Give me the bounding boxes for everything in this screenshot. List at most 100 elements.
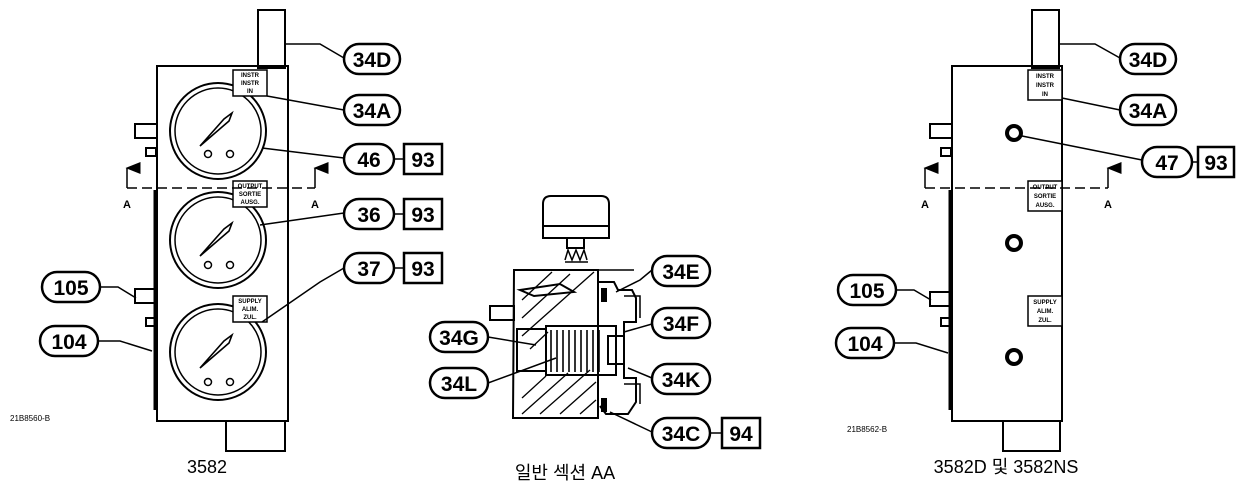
plate-line: INSTR	[1036, 74, 1055, 80]
callout-93-box: 93	[402, 251, 444, 285]
gauge-supply-dot	[225, 377, 235, 387]
callout-label: 105	[53, 277, 88, 300]
callout-label: 34C	[662, 423, 701, 446]
right-leaders	[894, 43, 1143, 354]
plate-line: SUPPLY	[1033, 300, 1056, 306]
leader-34a	[266, 95, 345, 111]
hatch-line	[559, 381, 597, 415]
left-fitting-nub	[145, 317, 157, 327]
right-plate-supply: SUPPLY ALIM. ZUL.	[1027, 295, 1063, 327]
callout-94-box: 94	[720, 416, 762, 450]
plate-line: INSTR	[1036, 83, 1055, 89]
callout-label: 93	[411, 258, 434, 281]
leader-34e	[615, 269, 653, 293]
seal	[601, 398, 607, 412]
leader-34d	[1059, 43, 1121, 59]
internal-passage	[516, 282, 578, 298]
callout-label: 46	[357, 149, 380, 172]
callout-label: 104	[847, 333, 882, 356]
callout-34g: 34G	[428, 320, 490, 354]
left-fitting-105	[134, 288, 158, 304]
plate-line: AUSG.	[240, 200, 259, 206]
gauge-supply-outer	[169, 303, 267, 401]
callout-105-left: 105	[40, 270, 102, 304]
gauge-supply-dot	[203, 377, 213, 387]
left-assembly: INSTR INSTR IN OUTPUT SORTIE AUSG. SUPPL…	[10, 9, 329, 477]
gauge-instr-inner	[174, 87, 262, 175]
callout-34a-left: 34A	[342, 93, 402, 127]
callout-34d-left: 34D	[342, 42, 402, 76]
callout-47: 47	[1140, 145, 1194, 179]
plug-inner	[1009, 238, 1019, 248]
gauge-output-dot	[203, 260, 213, 270]
right-fitting-top-nub	[940, 147, 952, 157]
hatch-line	[579, 399, 597, 415]
middle-leaders	[487, 269, 653, 433]
callout-37: 37	[342, 251, 396, 285]
leader-105	[896, 289, 932, 301]
drawing-number-right: 21B8562-B	[847, 425, 887, 434]
right-fitting-top	[929, 123, 953, 139]
plate-line: ZUL.	[1038, 318, 1052, 324]
callout-label: 34D	[1129, 49, 1168, 72]
spring-chamber	[545, 325, 617, 376]
section-label-a: A	[921, 199, 929, 211]
hatch-line	[521, 271, 553, 301]
callout-34l: 34L	[428, 366, 490, 400]
callout-label: 104	[51, 331, 86, 354]
callout-label: 34A	[1129, 100, 1168, 123]
gauge-instr-dot	[203, 149, 213, 159]
plate-line: INSTR	[241, 81, 260, 87]
gauge-output-needle	[199, 220, 234, 257]
callout-label: 105	[849, 280, 884, 303]
plug-inner	[1009, 352, 1019, 362]
section-label-a: A	[311, 199, 319, 211]
callout-34e: 34E	[650, 254, 712, 288]
left-fitting-top-nub	[145, 147, 157, 157]
callout-label: 36	[357, 204, 380, 227]
hatch-line	[521, 273, 571, 319]
plug	[1005, 348, 1023, 366]
plate-line: OUTPUT	[238, 184, 263, 190]
caption-3582d: 3582D 및 3582NS	[934, 457, 1079, 477]
gauge-neck	[566, 237, 585, 249]
callout-104-right: 104	[834, 326, 896, 360]
gauge-output-inner	[174, 196, 262, 284]
leader-34a	[1061, 97, 1121, 111]
callout-label: 47	[1155, 152, 1178, 175]
gauge-output	[169, 191, 267, 289]
right-fitting-nub	[940, 317, 952, 327]
callout-label: 34G	[439, 327, 479, 350]
gauge-thread	[564, 247, 588, 263]
right-assembly: INSTR INSTR IN OUTPUT SORTIE AUSG. SUPPL…	[847, 9, 1122, 477]
leader-34f	[623, 323, 653, 333]
callout-34k: 34K	[650, 362, 712, 396]
caption-3582: 3582	[187, 457, 227, 477]
plate-line: INSTR	[241, 73, 260, 79]
diaphragm	[607, 335, 625, 365]
section-label-a: A	[1104, 199, 1112, 211]
right-plate-output: OUTPUT SORTIE AUSG.	[1027, 180, 1063, 212]
left-plate-instr: INSTR INSTR IN	[232, 69, 268, 97]
callout-label: 93	[1204, 152, 1227, 175]
section-label-a: A	[123, 199, 131, 211]
leader-34k	[627, 367, 653, 379]
callout-label: 93	[411, 149, 434, 172]
bore	[516, 328, 547, 372]
gauge-supply-inner	[174, 308, 262, 396]
plate-line: SUPPLY	[238, 299, 261, 305]
callout-label: 34D	[353, 49, 392, 72]
callout-label: 94	[729, 423, 753, 446]
gauge-instr-needle	[199, 110, 234, 147]
callout-label: 34A	[353, 100, 392, 123]
left-bottom-stem	[225, 420, 286, 452]
left-top-stem	[257, 9, 286, 69]
hatch-line	[521, 375, 547, 399]
seal	[601, 288, 607, 302]
callout-label: 34L	[441, 373, 477, 396]
callout-34a-right: 34A	[1118, 93, 1178, 127]
right-top-stem	[1031, 9, 1060, 69]
right-bottom-stem	[1002, 420, 1061, 452]
left-fitting-top	[134, 123, 158, 139]
plug	[1005, 234, 1023, 252]
